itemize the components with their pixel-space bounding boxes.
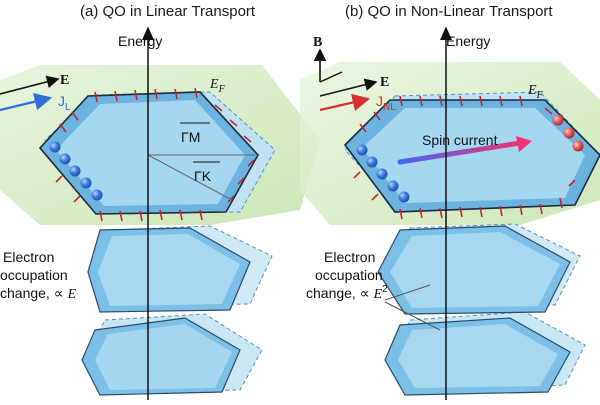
hole: [552, 114, 564, 126]
gamma-k-label: ΓK: [194, 168, 212, 184]
hole: [572, 140, 584, 152]
b-field-label: B: [313, 35, 322, 50]
e-field-label-left: E: [60, 73, 69, 88]
b-field-base: [319, 71, 343, 83]
electron: [356, 144, 368, 156]
fermi-surface-hex-inner-right: [362, 108, 585, 203]
occupation-label-left-line1: Electron: [3, 249, 54, 265]
electron: [376, 168, 388, 180]
electrons-left: [49, 141, 103, 201]
gamma-k-line: [147, 154, 233, 201]
spin-ticks-right: [353, 95, 576, 220]
panel-right: (b) QO in Non-Linear Transport: [300, 3, 600, 400]
e-field-arrow-left: [0, 75, 60, 95]
occupation-label-right-line2: occupation: [315, 267, 383, 283]
spin-current-label: Spin current: [422, 132, 498, 148]
electron: [69, 165, 81, 177]
fermi-label-right: EF: [527, 83, 544, 101]
energy-label-left: Energy: [118, 33, 162, 49]
electron: [398, 191, 410, 203]
electrons-right: [356, 144, 410, 203]
leader-line-2: [384, 301, 441, 331]
occupation-hex-bottom-inner-right: [398, 324, 558, 388]
occupation-hex-middle-inner-right: [390, 232, 560, 308]
electron: [49, 141, 61, 153]
fermi-label-left: EF: [209, 77, 226, 95]
panel-left-title: (a) QO in Linear Transport: [80, 3, 256, 20]
current-label-left: JL: [58, 93, 71, 113]
electron: [80, 177, 92, 189]
occupation-label-right-line3: change, ∝ E2: [306, 284, 388, 302]
electron: [366, 156, 378, 168]
panel-right-title: (b) QO in Non-Linear Transport: [345, 3, 553, 20]
electron: [91, 189, 103, 201]
occupation-label-left-line2: occupation: [0, 267, 68, 283]
leader-line-1: [384, 284, 431, 301]
spin-current-arrowhead: [516, 136, 532, 152]
occupation-hex-bottom-inner: [95, 324, 232, 390]
spin-current-arrow: [397, 140, 523, 165]
electron: [59, 153, 71, 165]
occupation-label-right-line1: Electron: [324, 249, 375, 265]
hole: [563, 127, 575, 139]
current-arrow-right: [319, 93, 371, 112]
current-label-right: JNL: [376, 93, 396, 113]
e-field-label-right: E: [380, 75, 389, 90]
occupation-hex-middle-inner: [98, 234, 240, 306]
e-field-arrow-right: [319, 78, 378, 97]
energy-label-right: Energy: [446, 33, 490, 49]
fermi-surface-hex-inner: [56, 100, 245, 206]
gamma-m-label: ΓM: [181, 129, 200, 145]
holes-right: [552, 114, 584, 152]
spin-ticks-left: [55, 87, 255, 222]
occupation-label-left-line3: change, ∝ E: [0, 285, 77, 302]
electron: [387, 180, 399, 192]
current-arrow-left: [0, 93, 53, 112]
panel-left: (a) QO in Linear Transport: [0, 3, 320, 400]
